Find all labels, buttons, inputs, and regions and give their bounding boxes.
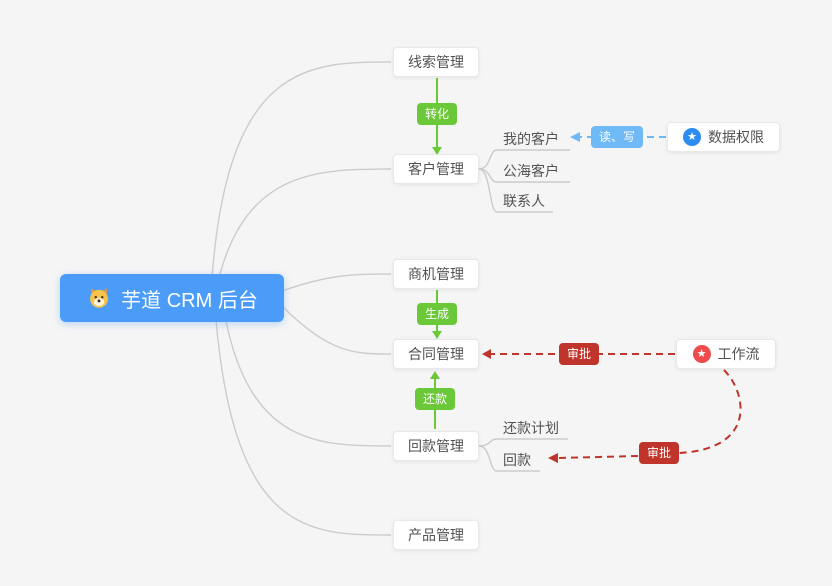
edge-root-products	[215, 319, 392, 536]
edge-label-approve-repayment: 审批	[639, 442, 680, 464]
edge-label-approve-contract: 审批	[559, 343, 600, 365]
arrow-approve-repayment-curve	[678, 369, 742, 454]
edge-root-leads	[211, 61, 392, 279]
edge-customers-my	[478, 149, 570, 170]
node-contracts[interactable]: 合同管理	[393, 339, 479, 369]
subnode-contacts[interactable]: 联系人	[503, 193, 545, 209]
node-payments-label: 回款管理	[408, 438, 464, 454]
edge-label-generate: 生成	[417, 303, 458, 325]
root-node-crm[interactable]: 芋道 CRM 后台	[60, 274, 284, 322]
edge-label-repay: 还款	[415, 388, 456, 410]
edge-root-payments	[224, 315, 392, 447]
edge-root-opportunities	[281, 273, 392, 292]
arrow-approve-contract-head	[482, 349, 491, 359]
star-icon: ★	[692, 345, 711, 363]
node-products-label: 产品管理	[408, 527, 464, 543]
arrow-approve-repayment	[557, 455, 639, 459]
node-opportunities-label: 商机管理	[408, 266, 464, 282]
node-contracts-label: 合同管理	[408, 346, 464, 362]
edge-payments-repayment	[478, 445, 540, 472]
node-workflow-label: 工作流	[717, 346, 760, 362]
edge-root-contracts	[281, 305, 392, 355]
node-payments[interactable]: 回款管理	[393, 431, 479, 461]
star-icon: ★	[683, 128, 701, 146]
root-node-label: 芋道 CRM 后台	[121, 289, 258, 312]
dog-icon	[86, 285, 112, 311]
node-products[interactable]: 产品管理	[393, 520, 479, 550]
arrow-generate-head	[432, 331, 442, 339]
edge-customers-contacts	[478, 168, 553, 213]
node-data-permission[interactable]: ★ 数据权限	[667, 122, 780, 152]
edge-root-customers	[217, 168, 392, 283]
node-data-permission-label: 数据权限	[708, 129, 764, 145]
node-opportunities[interactable]: 商机管理	[393, 259, 479, 289]
subnode-repayment-plan[interactable]: 还款计划	[503, 420, 559, 436]
edge-label-convert: 转化	[417, 103, 458, 125]
arrow-repay-head	[430, 371, 440, 379]
node-workflow[interactable]: ★ 工作流	[676, 339, 776, 369]
arrow-convert-head	[432, 147, 442, 155]
subnode-public-customers[interactable]: 公海客户	[503, 163, 559, 179]
subnode-repayment[interactable]: 回款	[503, 452, 531, 468]
node-customers-label: 客户管理	[408, 161, 464, 177]
node-customers[interactable]: 客户管理	[393, 154, 479, 184]
arrow-approve-repayment-head	[548, 453, 558, 463]
node-leads[interactable]: 线索管理	[393, 47, 479, 77]
edge-payments-plan	[478, 438, 568, 447]
edge-label-read-write: 读、写	[591, 126, 644, 148]
arrow-read-write-head	[570, 132, 580, 142]
subnode-my-customers[interactable]: 我的客户	[503, 131, 559, 147]
node-leads-label: 线索管理	[408, 54, 464, 70]
